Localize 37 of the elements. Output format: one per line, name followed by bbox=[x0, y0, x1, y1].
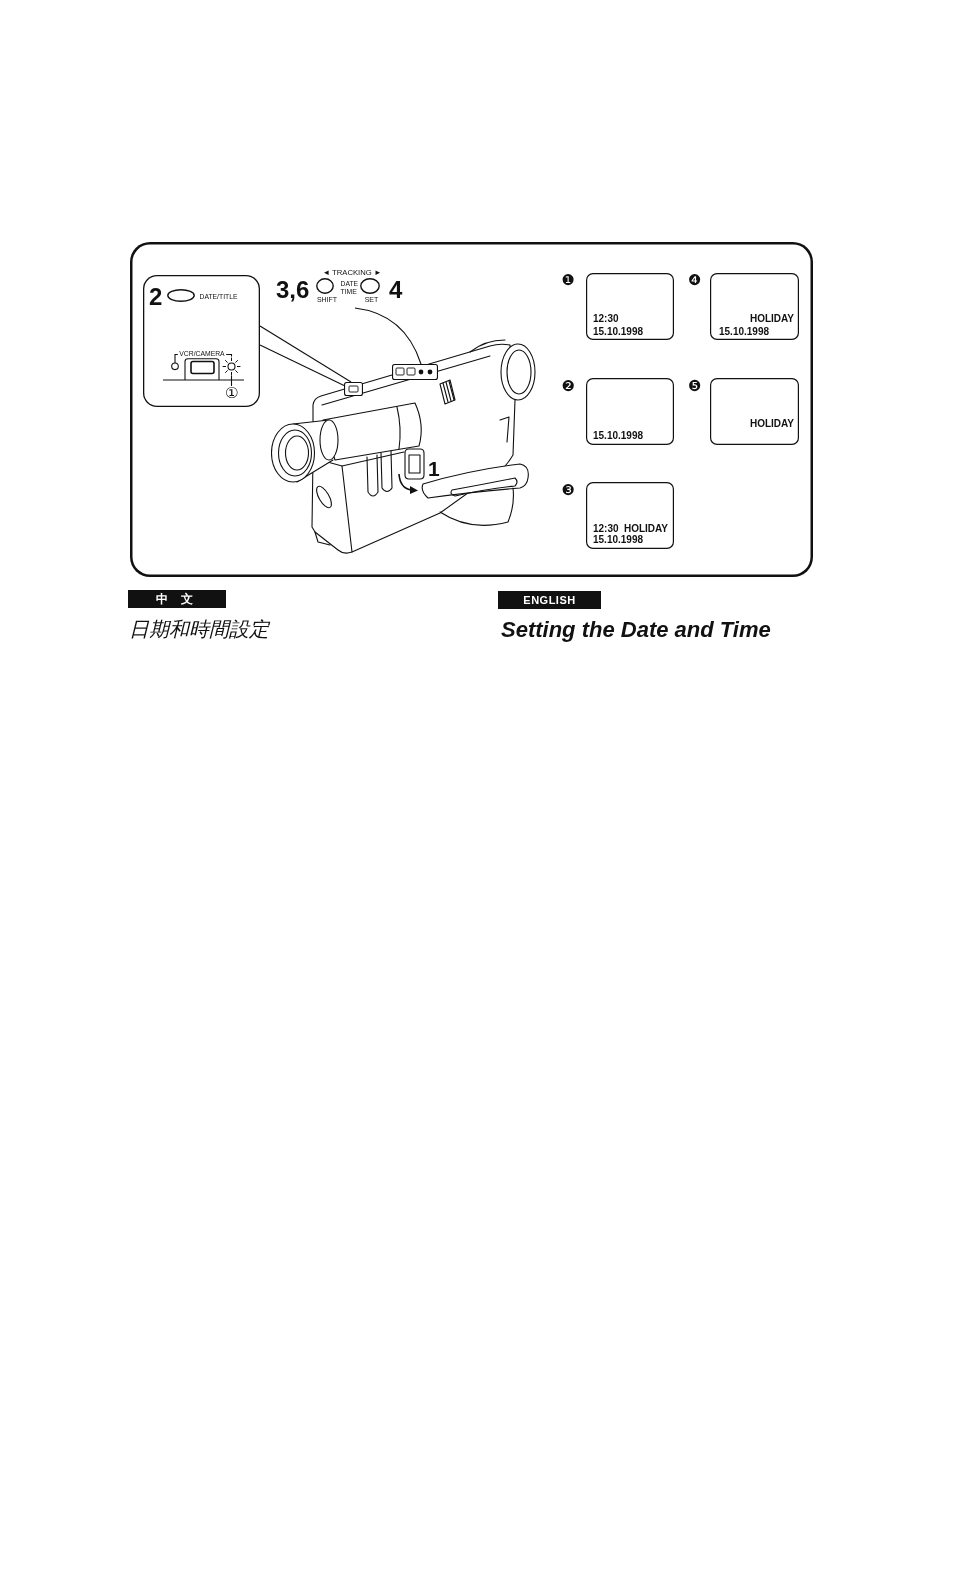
screen-box bbox=[585, 482, 674, 549]
button-panel bbox=[392, 364, 438, 380]
step-number: 3,6 bbox=[276, 278, 310, 303]
step-number: ❺ bbox=[688, 378, 702, 394]
screen-box bbox=[585, 377, 674, 445]
callout-number: 1 bbox=[428, 457, 440, 479]
display-text: 15.10.1998 bbox=[719, 327, 770, 337]
display-text: HOLIDAY bbox=[749, 418, 794, 429]
heading: 日期和時間設定 bbox=[129, 619, 269, 639]
step-number: ❷ bbox=[561, 378, 575, 394]
display-text: HOLIDAY bbox=[749, 313, 794, 324]
heading: Setting the Date and Time bbox=[501, 619, 771, 642]
step-number: 2 bbox=[149, 285, 163, 310]
screen-box bbox=[585, 272, 674, 340]
step-number: ❹ bbox=[688, 272, 702, 288]
inset-box bbox=[143, 275, 260, 407]
rounded-frame bbox=[130, 242, 813, 577]
display-text: 15.10.1998 bbox=[593, 431, 644, 441]
callout-number: ① bbox=[225, 386, 239, 401]
step-number: ❸ bbox=[561, 483, 575, 498]
step-number: ❶ bbox=[561, 272, 575, 288]
lamp-icon bbox=[222, 356, 241, 376]
display-text: 12:30 bbox=[593, 523, 619, 534]
screen-box bbox=[710, 272, 799, 340]
language-tab: ENGLISH bbox=[498, 591, 601, 609]
slide-switch bbox=[344, 382, 363, 396]
display-text: 15.10.1998 bbox=[593, 535, 644, 545]
leader-line bbox=[259, 325, 352, 383]
display-text: HOLIDAY bbox=[623, 523, 668, 534]
screen-box bbox=[710, 377, 799, 445]
display-text: 12:30 bbox=[593, 313, 619, 324]
language-tab: 中 文 bbox=[128, 590, 226, 608]
leader-line bbox=[259, 344, 345, 387]
step-number: 4 bbox=[389, 278, 403, 303]
display-text: 15.10.1998 bbox=[593, 327, 644, 337]
leader-line bbox=[230, 374, 233, 387]
leader-line bbox=[354, 307, 422, 365]
